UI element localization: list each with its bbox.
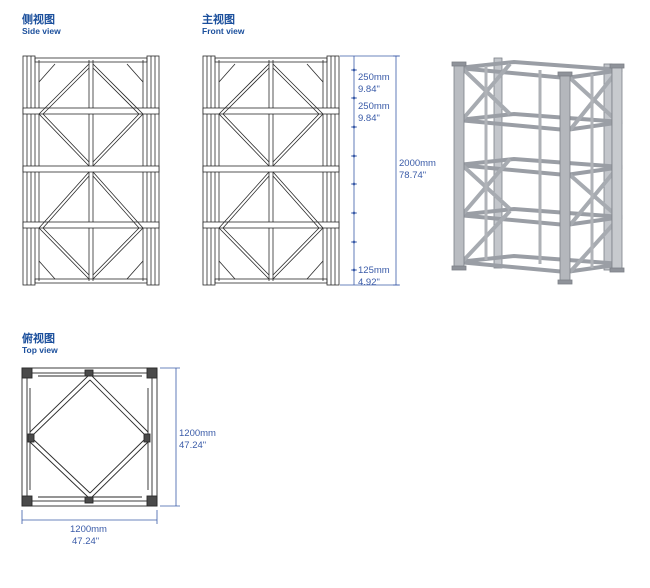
side-view-title-en: Side view [22,26,61,36]
side-view-title: 侧视图 Side view [22,14,61,36]
dim-bottom-mm: 125mm [358,265,390,276]
dim-total-mm: 2000mm [399,158,436,169]
dim-top-width-mm: 1200mm [70,524,107,535]
front-view-title-cn: 主视图 [202,13,235,26]
dim-top-width-in: 47.24" [72,536,100,547]
dim-segment1-mm: 250mm [358,72,390,83]
front-view-title: 主视图 Front view [202,14,245,36]
dim-top-height-in: 47.24" [179,440,207,451]
side-view-title-cn: 侧视图 [22,13,55,26]
front-view-title-en: Front view [202,26,245,36]
dim-top-height-mm: 1200mm [179,428,216,439]
height-dimension-lines [340,55,400,286]
isometric-truss-render [451,57,625,285]
side-view-drawing [22,55,160,286]
dim-segment2-mm: 250mm [358,101,390,112]
top-view-title: 俯视图 Top view [22,333,58,355]
dim-segment1-in: 9.84" [358,84,380,95]
front-view-drawing [202,55,340,286]
dim-bottom-in: 4.92" [358,277,380,288]
dim-segment2-in: 9.84" [358,113,380,124]
dim-total-in: 78.74" [399,170,427,181]
top-view-title-cn: 俯视图 [22,332,55,345]
top-view-title-en: Top view [22,345,58,355]
top-view-drawing [21,367,158,507]
top-view-dimension-lines [21,367,180,524]
